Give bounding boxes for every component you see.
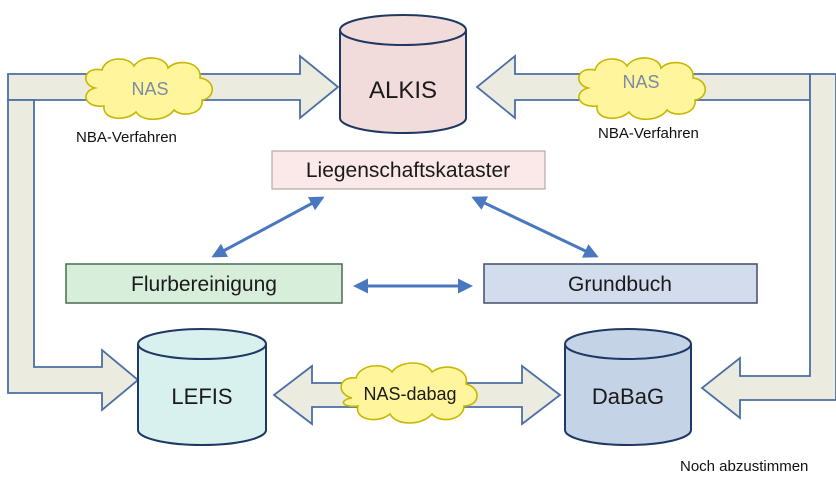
nas-dabag-label: NAS-dabag — [363, 384, 456, 404]
liegenschaftskataster-box[interactable]: Liegenschaftskataster — [271, 150, 546, 190]
nas-cloud-left: NAS — [85, 57, 214, 121]
link-kataster-grundbuch — [471, 196, 599, 258]
lefis-label: LEFIS — [171, 384, 232, 409]
liegenschaftskataster-label: Liegenschaftskataster — [306, 159, 510, 182]
nas-left-label: NAS — [131, 79, 168, 99]
alkis-database[interactable]: ALKIS — [339, 14, 467, 134]
flurbereinigung-box[interactable]: Flurbereinigung — [65, 263, 343, 304]
dabag-database[interactable]: DaBaG — [564, 328, 692, 446]
flow-arrow-right-to-dabag — [700, 73, 836, 420]
grundbuch-box[interactable]: Grundbuch — [483, 263, 758, 304]
flurbereinigung-label: Flurbereinigung — [131, 273, 277, 296]
link-kataster-flurbereinigung — [211, 196, 325, 258]
noch-abzustimmen-caption: Noch abzustimmen — [680, 458, 808, 475]
grundbuch-label: Grundbuch — [568, 273, 672, 296]
lefis-database[interactable]: LEFIS — [137, 328, 267, 446]
nba-verfahren-left-caption: NBA-Verfahren — [76, 129, 177, 146]
nba-verfahren-right-caption: NBA-Verfahren — [598, 125, 699, 142]
nas-cloud-right: NAS — [578, 57, 707, 121]
dabag-label: DaBaG — [592, 384, 664, 409]
nas-dabag-cloud: NAS-dabag — [340, 362, 478, 424]
nas-right-label: NAS — [622, 72, 659, 92]
flow-arrow-left-to-lefis — [7, 99, 140, 412]
alkis-label: ALKIS — [369, 77, 437, 104]
